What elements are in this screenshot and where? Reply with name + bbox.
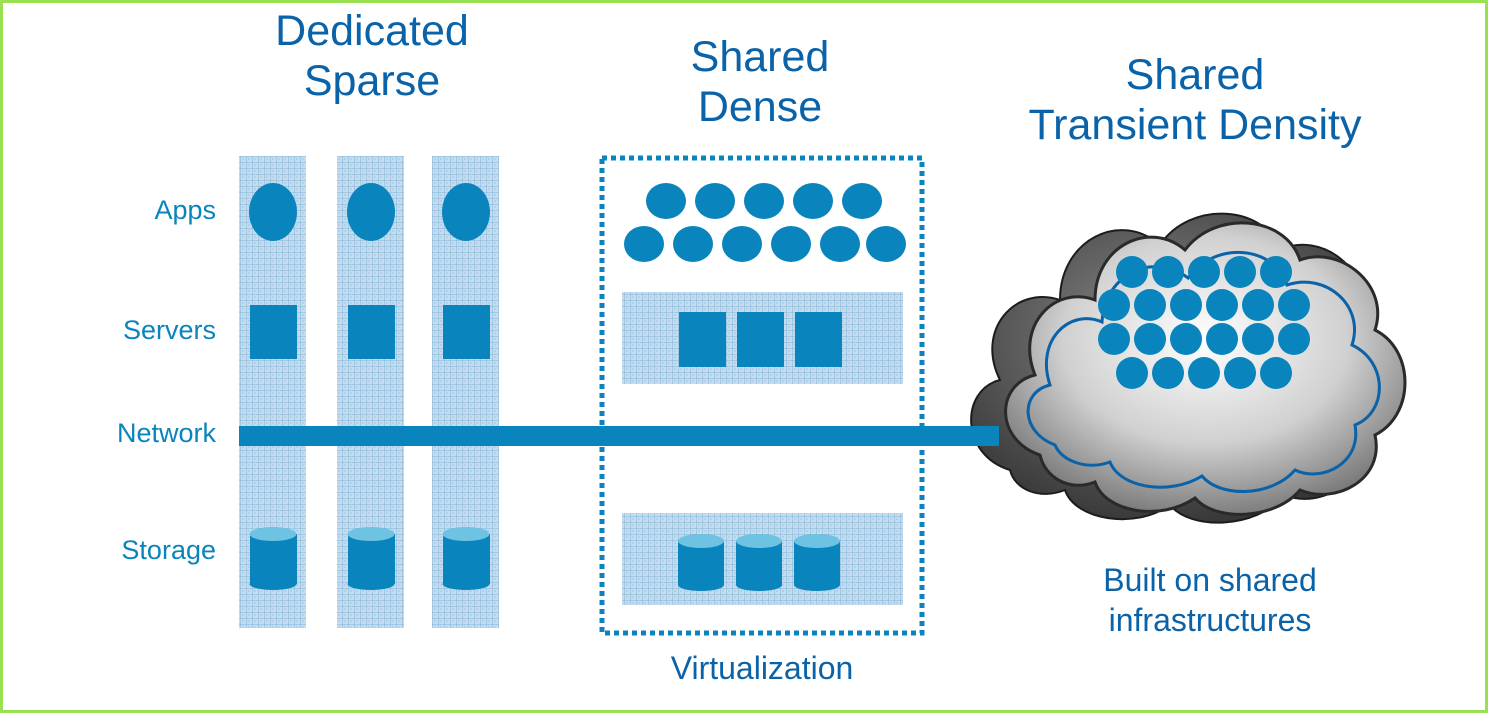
title-line: Dedicated xyxy=(275,7,469,55)
caption-line: Built on shared xyxy=(1103,562,1317,598)
column-title-dedicated: Dedicated Sparse xyxy=(252,6,492,106)
dedicated-column-3 xyxy=(432,156,499,628)
storage-cylinder xyxy=(347,527,395,590)
caption-line: infrastructures xyxy=(1108,602,1312,638)
title-line: Transient Density xyxy=(1028,101,1362,149)
server-block xyxy=(250,305,297,359)
shared-apps xyxy=(624,183,906,262)
title-line: Dense xyxy=(697,83,823,131)
app-circle xyxy=(442,183,490,241)
server-block xyxy=(443,305,490,359)
app-circle xyxy=(249,183,297,241)
caption-virtualization: Virtualization xyxy=(670,650,854,686)
network-line xyxy=(239,426,999,446)
row-label-servers: Servers xyxy=(122,315,216,345)
title-line: Sparse xyxy=(303,57,441,105)
title-line: Shared xyxy=(1125,51,1265,99)
caption-cloud: Built on shared infrastructures xyxy=(1060,560,1360,640)
row-label-apps: Apps xyxy=(154,195,216,225)
row-label-storage: Storage xyxy=(121,535,216,565)
title-line: Shared xyxy=(690,33,830,81)
dedicated-column-2 xyxy=(337,156,404,628)
column-title-shared-transient: Shared Transient Density xyxy=(985,50,1405,150)
row-label-network: Network xyxy=(116,418,216,448)
storage-cylinder xyxy=(249,527,297,590)
cloud-icon xyxy=(970,212,1407,524)
shared-servers xyxy=(622,292,903,384)
dedicated-column-1 xyxy=(239,156,306,628)
server-block xyxy=(348,305,395,359)
cloud-apps xyxy=(1098,256,1310,389)
column-title-shared-dense: Shared Dense xyxy=(650,32,870,132)
shared-storage xyxy=(622,513,903,605)
virtualization-box xyxy=(599,155,925,636)
storage-cylinder xyxy=(442,527,490,590)
app-circle xyxy=(347,183,395,241)
